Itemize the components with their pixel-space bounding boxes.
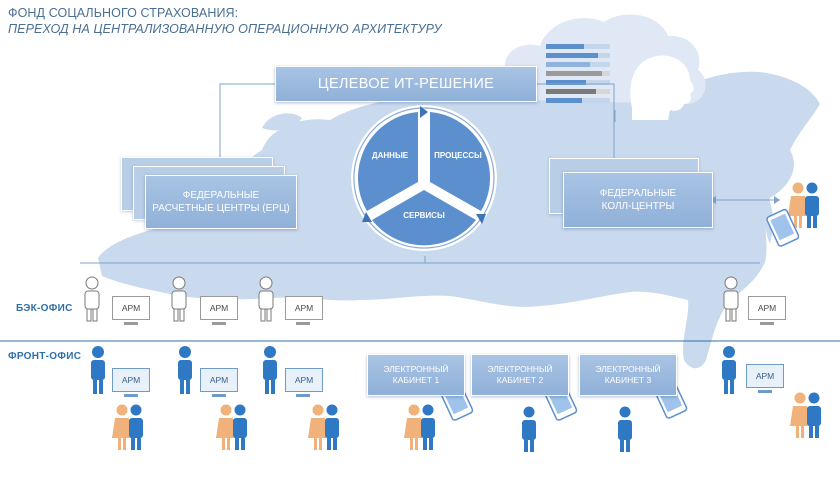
electronic-cabinet-3: ЭЛЕКТРОННЫЙ КАБИНЕТ 3 xyxy=(579,354,677,396)
arrow-right-icon xyxy=(774,196,780,204)
target-it-solution-box: ЦЕЛЕВОЕ ИТ-РЕШЕНИЕ xyxy=(275,66,537,102)
workstation-monitor: АРМ xyxy=(112,368,150,392)
call-centers-line2: КОЛЛ-ЦЕНТРЫ xyxy=(601,201,675,212)
cabinet-line1: ЭЛЕКТРОННЫЙ xyxy=(595,364,661,374)
electronic-cabinet-1: ЭЛЕКТРОННЫЙ КАБИНЕТ 1 xyxy=(367,354,465,396)
cabinet-line2: КАБИНЕТ 1 xyxy=(392,375,440,385)
map-island-north xyxy=(262,113,302,131)
page-title: ФОНД СОЦАЛЬНОГО СТРАХОВАНИЯ: xyxy=(8,6,239,20)
back-office-label: БЭК-ОФИС xyxy=(16,303,73,314)
federal-centers-line2: РАСЧЕТНЫЕ ЦЕНТРЫ (ЕРЦ) xyxy=(152,203,290,214)
workstation-monitor: АРМ xyxy=(200,368,238,392)
cycle-segment-data xyxy=(357,112,418,211)
cycle-label-processes: ПРОЦЕССЫ xyxy=(434,151,482,160)
cabinet-line2: КАБИНЕТ 3 xyxy=(604,375,652,385)
workstation-monitor: АРМ xyxy=(285,296,323,320)
electronic-cabinet-2: ЭЛЕКТРОННЫЙ КАБИНЕТ 2 xyxy=(471,354,569,396)
page-subtitle: ПЕРЕХОД НА ЦЕНТРАЛИЗОВАННУЮ ОПЕРАЦИОННУЮ… xyxy=(8,22,442,36)
workstation-monitor: АРМ xyxy=(746,364,784,388)
cycle-diagram: ДАННЫЕ ПРОЦЕССЫ СЕРВИСЫ xyxy=(351,105,497,251)
workstation-monitor: АРМ xyxy=(112,296,150,320)
cycle-ring xyxy=(353,107,495,249)
cloud-data-bars xyxy=(546,44,610,103)
citizen-couples xyxy=(112,182,821,450)
federal-centers-line1: ФЕДЕРАЛЬНЫЕ xyxy=(182,190,260,201)
cabinet-line1: ЭЛЕКТРОННЫЙ xyxy=(383,364,449,374)
citizen-singles xyxy=(522,406,632,452)
call-centers-line1: ФЕДЕРАЛЬНЫЕ xyxy=(599,188,677,199)
cabinet-line1: ЭЛЕКТРОННЫЙ xyxy=(487,364,553,374)
workstation-monitor: АРМ xyxy=(748,296,786,320)
head-silhouette-icon xyxy=(630,55,694,120)
monitor-stands xyxy=(124,322,774,325)
cycle-segment-services xyxy=(372,190,476,246)
arrow-left-icon xyxy=(710,196,716,204)
cycle-segment-processes xyxy=(430,112,491,211)
connector-lines xyxy=(0,83,840,342)
workstation-monitor: АРМ xyxy=(200,296,238,320)
federal-call-centers-box: ФЕДЕРАЛЬНЫЕ КОЛЛ-ЦЕНТРЫ xyxy=(563,172,713,228)
front-office-label: ФРОНТ-ОФИС xyxy=(8,351,82,362)
workstation-monitor: АРМ xyxy=(285,368,323,392)
cabinet-line2: КАБИНЕТ 2 xyxy=(496,375,544,385)
federal-settlement-centers-box: ФЕДЕРАЛЬНЫЕ РАСЧЕТНЫЕ ЦЕНТРЫ (ЕРЦ) xyxy=(145,175,297,229)
frontoffice-staff xyxy=(91,346,736,394)
cycle-label-data: ДАННЫЕ xyxy=(372,151,409,160)
cycle-label-services: СЕРВИСЫ xyxy=(403,211,445,220)
backoffice-people xyxy=(84,276,739,322)
monitor-stands-front xyxy=(124,390,772,397)
